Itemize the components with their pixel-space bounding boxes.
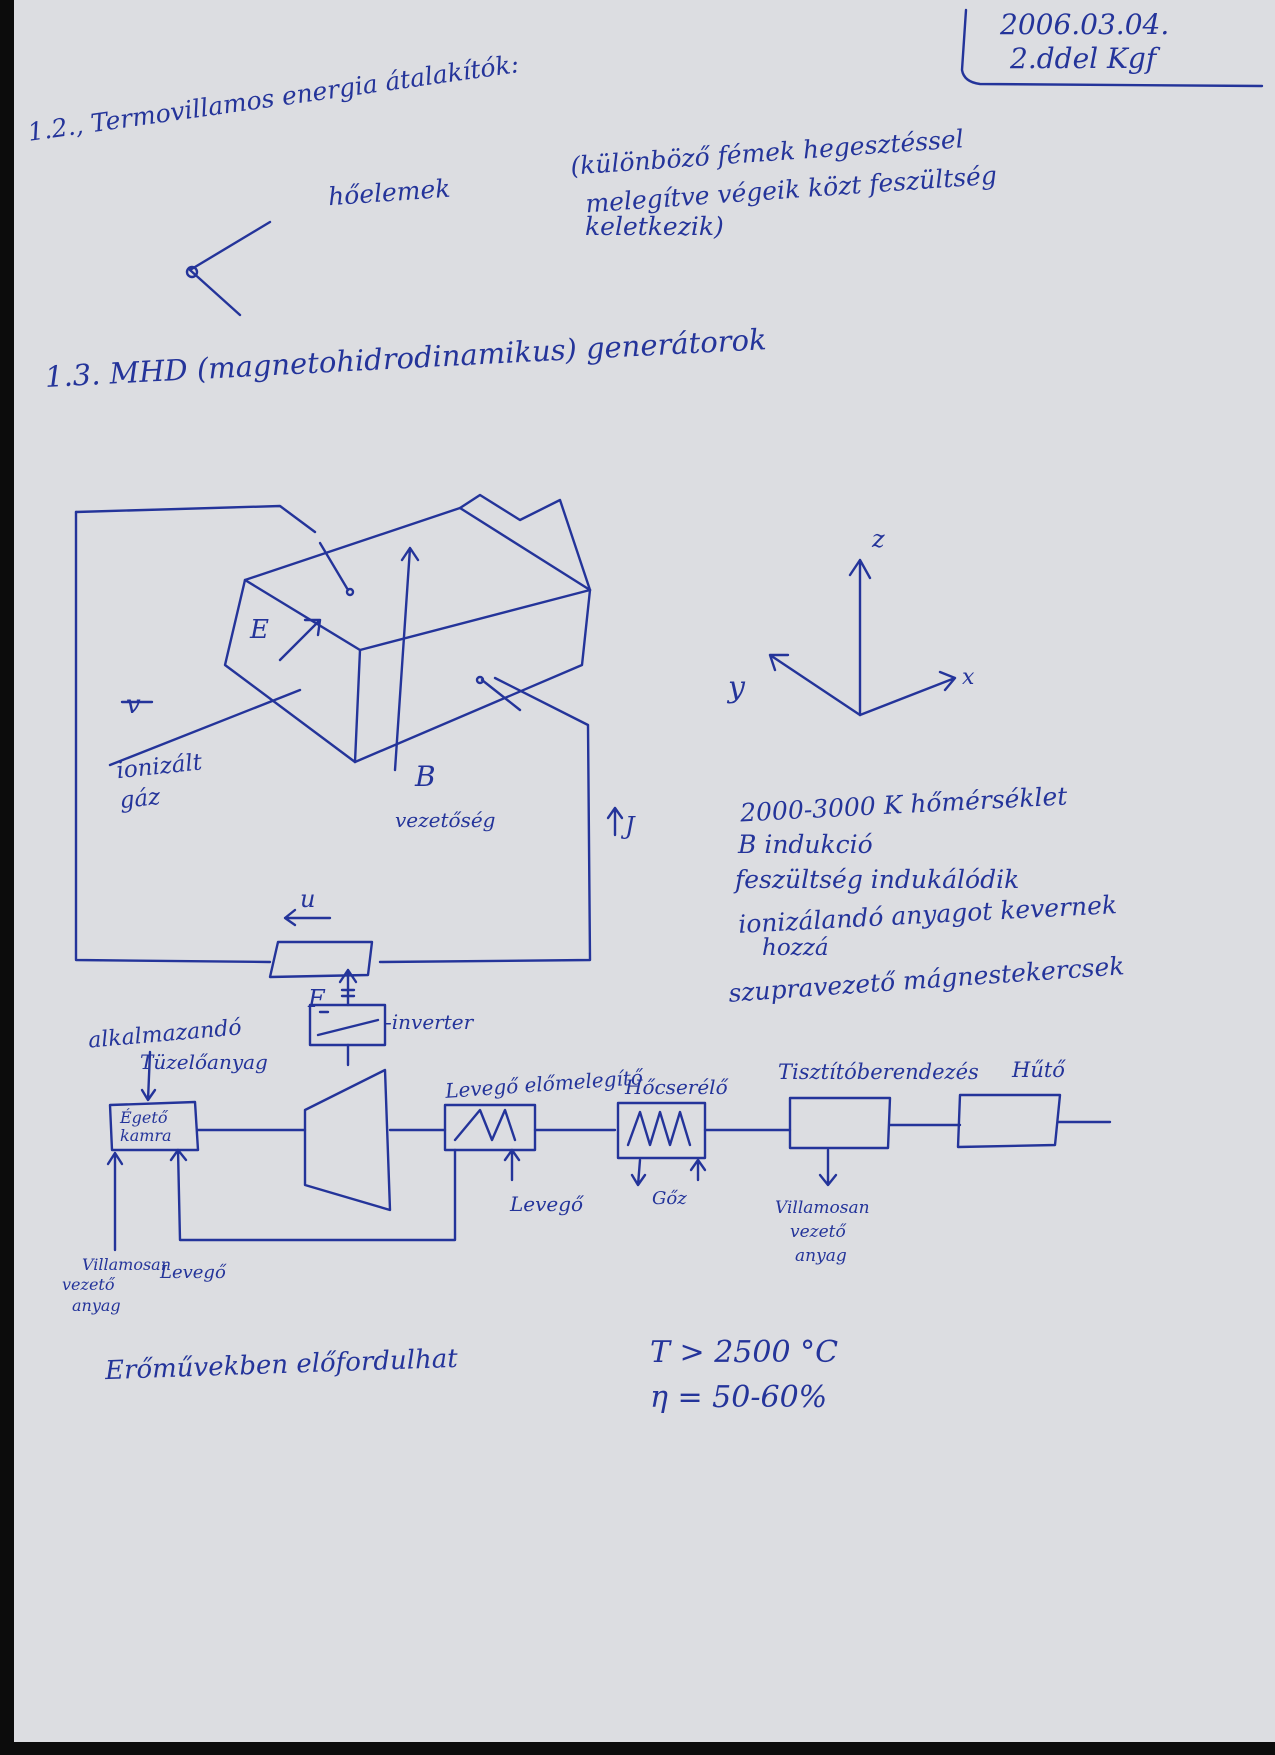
label-conductive-in-3: anyag (72, 1296, 121, 1315)
label-conductive-out-1: Villamosan (775, 1198, 870, 1218)
thermocouple-sketch (185, 220, 272, 317)
label-fuel-2: Tüzelőanyag (140, 1050, 268, 1074)
plant-sketch (106, 968, 1112, 1252)
label-chamber-1: Égető (120, 1108, 168, 1127)
label-exchanger: Hőcserélő (625, 1075, 728, 1099)
date-text: 2006.03.04. (1000, 8, 1170, 41)
label-chamber-2: kamra (120, 1126, 172, 1145)
label-ionized-gas: ionizált gáz (115, 749, 204, 814)
label-F: F (308, 985, 325, 1013)
mhd-generator-sketch (74, 493, 624, 979)
axis-z: z (872, 525, 885, 553)
label-conductive-out-3: anyag (795, 1246, 847, 1266)
label-conductive-out-2: vezető (790, 1222, 846, 1242)
note-induction: B indukció (738, 830, 873, 859)
date-box-border (960, 8, 1264, 88)
label-u: u (300, 885, 316, 913)
axis-x: x (962, 665, 975, 690)
note-voltage: feszültség indukálódik (735, 865, 1020, 894)
label-conductive-in-2: vezető (62, 1275, 115, 1294)
label-J: J (625, 812, 635, 840)
label-E: E (250, 615, 269, 645)
label-cooler: Hűtő (1012, 1058, 1065, 1082)
label-v: v (126, 690, 141, 720)
axes-sketch (768, 558, 957, 717)
temperature-note: T > 2500 °C (650, 1335, 839, 1370)
label-inverter: -inverter (385, 1010, 474, 1034)
label-conductive-in-1: Villamosan (82, 1255, 172, 1274)
note-added: hozzá (762, 935, 829, 961)
axis-y: y (728, 670, 745, 705)
label-B: B (415, 760, 436, 793)
paper-page (14, 0, 1275, 1742)
label-air-in: Levegő (510, 1192, 584, 1216)
label-steam: Gőz (652, 1188, 687, 1209)
explanation-line-3: keletkezik) (585, 212, 724, 241)
efficiency-note: η = 50-60% (650, 1380, 828, 1415)
header-note: 2.ddel Kgf (1010, 42, 1157, 75)
label-cleaner: Tisztítóberendezés (778, 1060, 979, 1084)
label-conductivity: vezetőség (395, 808, 496, 832)
label-air-bottom: Levegő (160, 1262, 226, 1283)
